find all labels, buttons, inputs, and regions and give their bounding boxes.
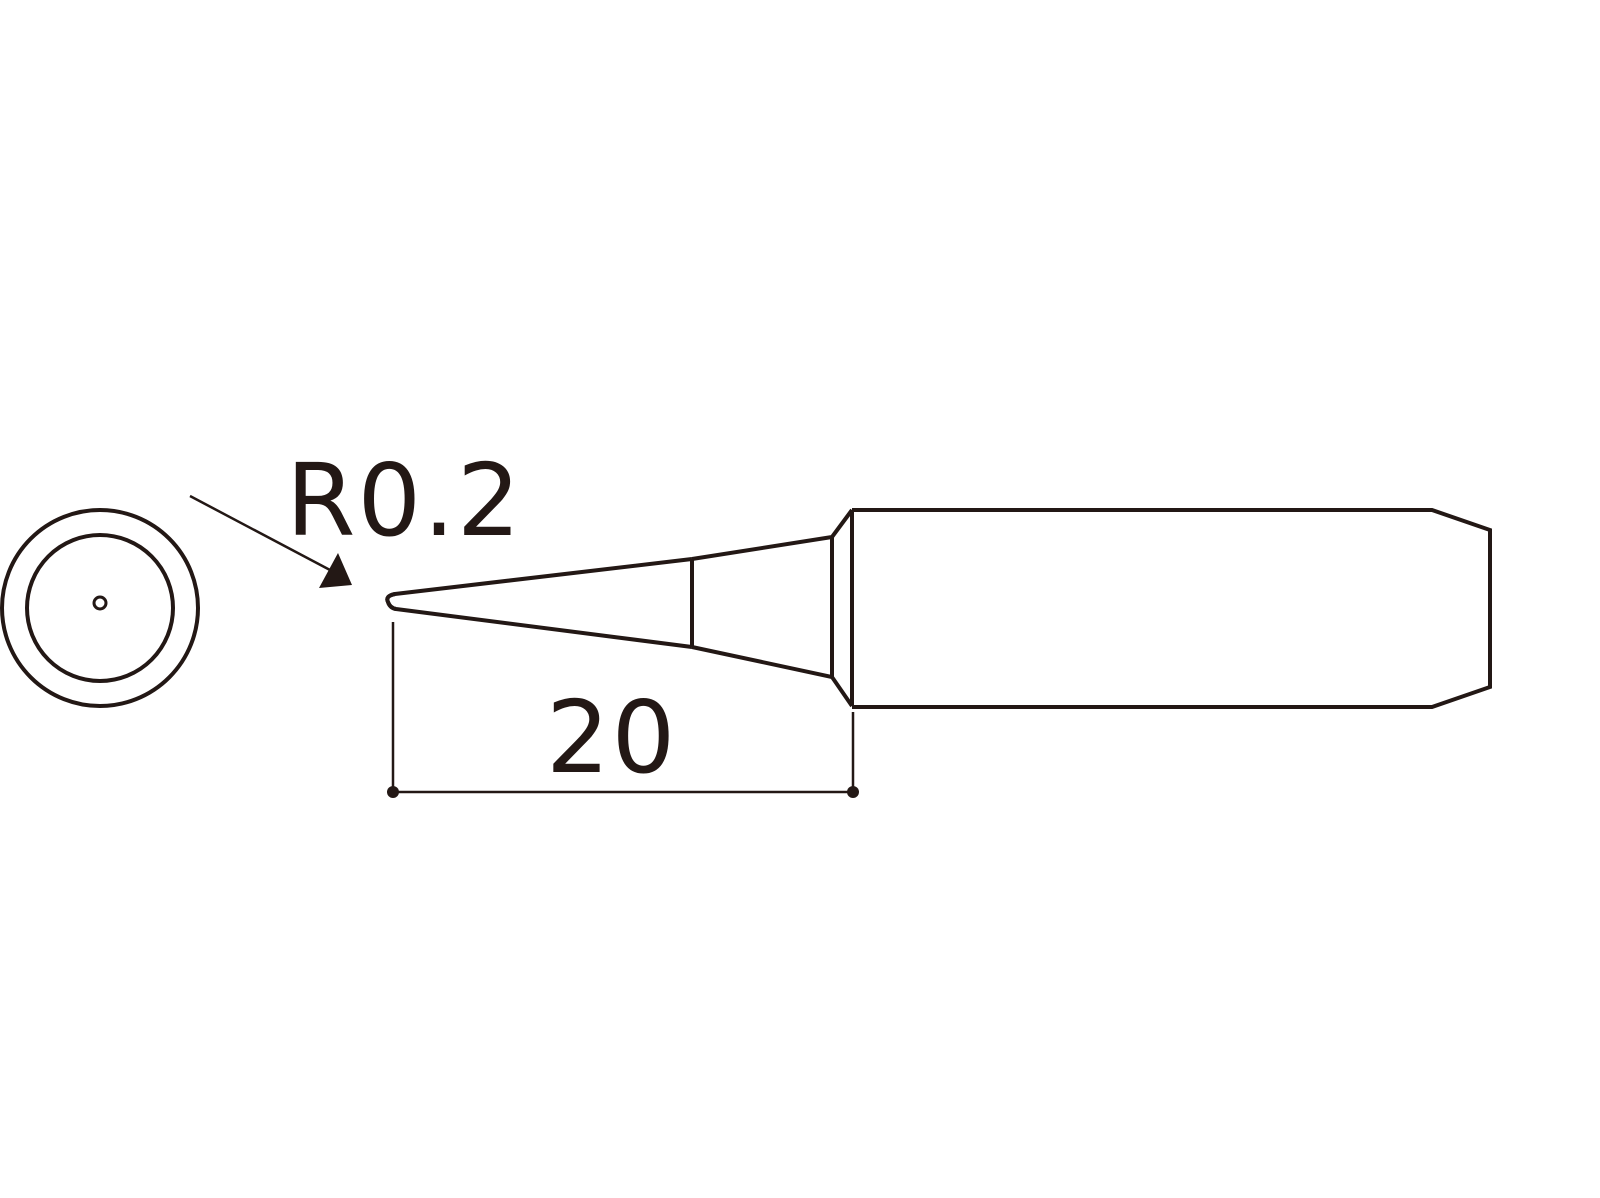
tip-cone-outline <box>385 557 693 649</box>
dimension-dot-right <box>847 786 859 798</box>
tip-end-view <box>0 508 200 708</box>
taper-upper-edge <box>691 508 854 561</box>
length-label: 20 <box>546 679 677 796</box>
tip-side-view <box>385 508 1492 709</box>
end-view-inner-circle <box>25 533 175 683</box>
shank-outline <box>852 508 1492 709</box>
dimension-dot-left <box>387 786 399 798</box>
tip-point-radius <box>385 592 397 611</box>
radius-leader-line <box>189 494 331 572</box>
radius-leader-arrowhead <box>319 553 352 588</box>
taper-lower-edge <box>691 645 854 708</box>
end-view-outer-circle <box>0 508 200 708</box>
radius-leader <box>189 494 352 588</box>
end-view-center-point <box>92 595 108 611</box>
radius-label: R0.2 <box>286 442 523 559</box>
length-dimension <box>387 622 859 798</box>
